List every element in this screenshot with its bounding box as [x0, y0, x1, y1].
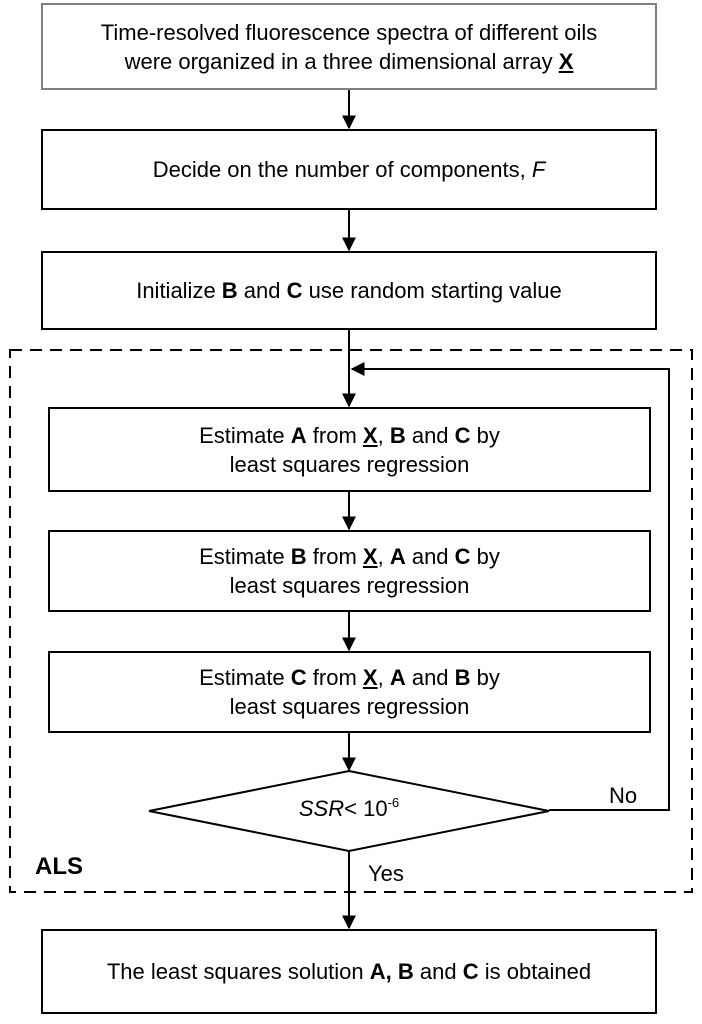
matrix-symbol: A [290, 422, 307, 448]
yes-label: Yes [368, 861, 404, 886]
array-symbol: X [558, 48, 574, 74]
text-span: and [413, 959, 463, 984]
text-span: , [377, 544, 390, 569]
step-result: The least squares solution A, B and C is… [41, 929, 657, 1014]
text-span: Estimate [199, 422, 291, 448]
text-span: , [377, 665, 390, 690]
step-estimate-c: Estimate C from X, A and B by least squa… [48, 651, 651, 733]
matrix-symbol: B [454, 665, 471, 690]
matrix-symbol: B [221, 278, 238, 303]
matrix-symbol: B [389, 422, 406, 448]
text-span: from [306, 665, 363, 690]
text-span: and [405, 544, 455, 569]
ssr-symbol: SSR [298, 796, 345, 821]
convergence-condition: SSR< 10-6 [249, 796, 449, 822]
condition-exponent: -6 [387, 795, 400, 810]
array-symbol: X [362, 544, 378, 569]
matrix-symbol: B [290, 544, 307, 569]
text-span: Estimate [199, 665, 291, 690]
text-span: least squares regression [229, 694, 470, 719]
text-span: and [405, 422, 455, 448]
matrix-symbol: C [454, 422, 471, 448]
step-initialize: Initialize B and C use random starting v… [41, 251, 657, 330]
text-span: Initialize [136, 278, 222, 303]
als-label: ALS [35, 853, 83, 880]
text-span: by [470, 544, 500, 569]
matrix-symbol: C [462, 959, 479, 984]
matrix-symbol: C [290, 665, 307, 690]
text-span: , [377, 422, 390, 448]
step-organize-array: Time-resolved fluorescence spectra of di… [41, 3, 657, 90]
text-span: from [306, 422, 363, 448]
matrix-symbol: A [389, 665, 406, 690]
step-decide-components: Decide on the number of components, F [41, 129, 657, 210]
text-span: is obtained [478, 959, 592, 984]
als-loop-region [9, 349, 693, 893]
step-decide-text: Decide on the number of components, [152, 157, 532, 182]
array-symbol: X [362, 665, 378, 690]
text-span: least squares regression [229, 451, 470, 477]
component-symbol: F [531, 157, 546, 182]
step-organize-line2: were organized in a three dimensional ar… [124, 48, 559, 74]
text-span: use random starting value [302, 278, 562, 303]
text-span: least squares regression [229, 573, 470, 598]
no-label: No [609, 783, 638, 808]
text-span: from [306, 544, 363, 569]
text-span: and [237, 278, 287, 303]
array-symbol: X [362, 422, 378, 448]
text-span: by [470, 422, 500, 448]
text-span: Estimate [199, 544, 291, 569]
decision-diamond [148, 769, 550, 853]
text-span: and [405, 665, 455, 690]
matrix-symbol: C [454, 544, 471, 569]
step-estimate-b: Estimate B from X, A and C by least squa… [48, 530, 651, 612]
matrix-symbol: A, B [369, 959, 414, 984]
no-feedback-loop [350, 362, 670, 811]
matrix-symbol: C [286, 278, 303, 303]
matrix-symbol: A [389, 544, 406, 569]
text-span: The least squares solution [106, 959, 370, 984]
step-organize-line1: Time-resolved fluorescence spectra of di… [100, 19, 598, 45]
condition-text: < 10 [344, 796, 388, 821]
text-span: by [470, 665, 500, 690]
step-estimate-a: Estimate A from X, B and C by least squa… [48, 407, 651, 492]
